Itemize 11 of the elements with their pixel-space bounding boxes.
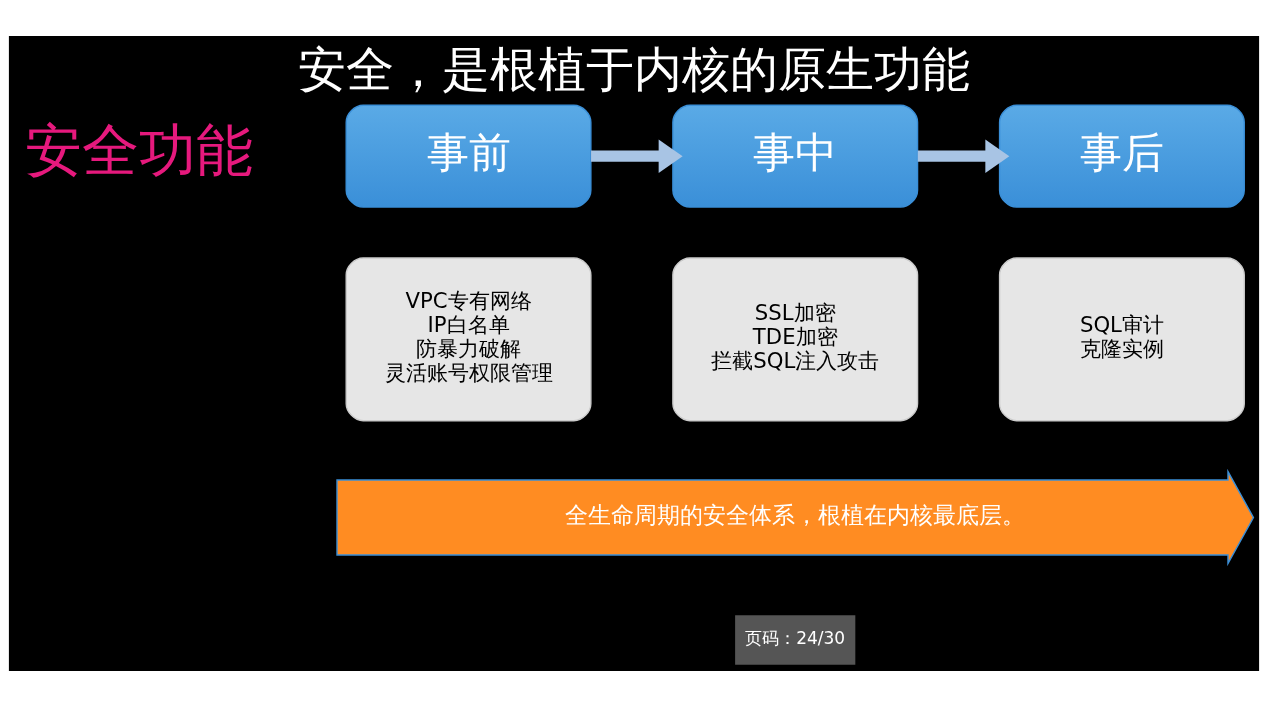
node-box: SQL审计 克隆实例	[998, 257, 1245, 422]
diagram-title: 安全，是根植于内核的原生功能	[298, 40, 970, 97]
arrow	[917, 139, 1010, 173]
node-box: 事前	[345, 104, 592, 208]
node-box: VPC专有网络 IP白名单 防暴力破解 灵活账号权限管理	[345, 257, 592, 422]
node-box: 事中	[672, 104, 919, 208]
label: 页码：24/30	[745, 628, 846, 649]
node-box: 事后	[998, 104, 1245, 208]
arrow	[591, 139, 683, 173]
label: 安全功能	[25, 117, 254, 184]
node-box: SSL加密 TDE加密 拦截SQL注入攻击	[672, 257, 919, 422]
